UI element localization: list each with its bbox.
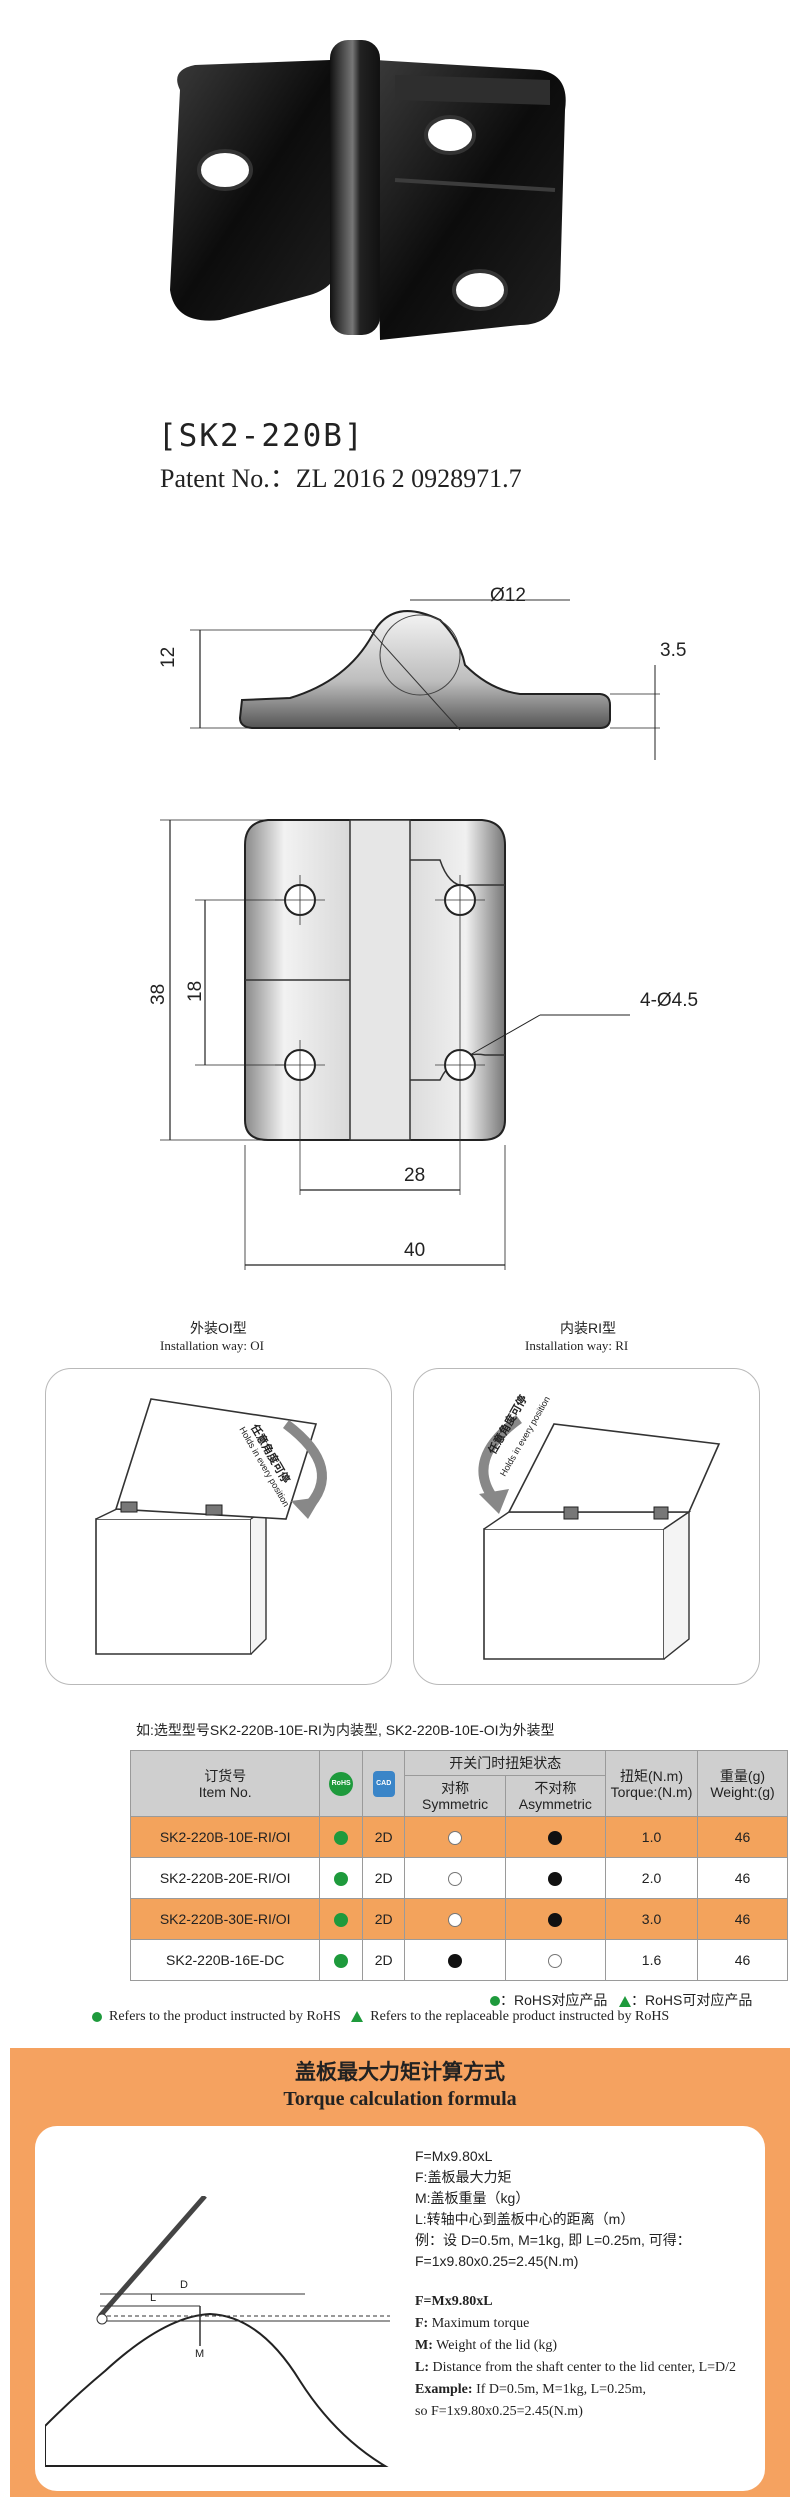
dim-total-width: 40 — [404, 1240, 426, 1261]
table-row: SK2-220B-16E-DC 2D 1.6 46 — [129, 1939, 789, 1981]
formula-title-en: Torque calculation formula — [283, 2088, 517, 2110]
filled-dot-icon — [548, 1872, 563, 1887]
rohs-icon: RoHS — [329, 1771, 354, 1796]
header-state: 开关门时扭矩状态 — [404, 1750, 607, 1776]
rohs-triangle-icon — [351, 2011, 364, 2023]
front-view-drawing — [110, 800, 670, 1280]
formula-card: D L M F=Mx9.80xL F:盖板最大力矩 M:盖板重量（kg） L:转… — [35, 2126, 765, 2491]
header-torque: 扭矩(N.m)Torque:(N.m) — [605, 1750, 698, 1817]
cell-sym — [404, 1816, 506, 1858]
dim-pin-diameter: Ø12 — [490, 585, 526, 606]
patent-number: Patent No.：ZL 2016 2 0928971.7 — [160, 464, 522, 493]
spec-note: 如:选型型号SK2-220B-10E-RI为内装型, SK2-220B-10E-… — [136, 1722, 555, 1738]
header-cad: CAD — [361, 1750, 406, 1817]
filled-dot-icon — [448, 1954, 463, 1969]
ri-title-en: Installation way: RI — [525, 1338, 629, 1353]
cell-asym — [504, 1857, 607, 1899]
empty-dot-icon — [448, 1831, 463, 1846]
cell-torque: 3.0 — [605, 1898, 698, 1940]
formula-title-cn: 盖板最大力矩计算方式 — [295, 2061, 505, 2084]
cell-asym — [504, 1939, 607, 1981]
ri-title-cn: 内装RI型 — [560, 1320, 616, 1336]
cell-asym — [504, 1898, 607, 1940]
rohs-dot-icon — [334, 1913, 349, 1928]
dim-total-height: 38 — [148, 983, 169, 1005]
cell-weight: 46 — [696, 1898, 789, 1940]
cell-rohs — [319, 1939, 363, 1981]
cell-rohs — [319, 1898, 363, 1940]
rohs-dot-icon — [334, 1954, 349, 1969]
label-m: M — [195, 2348, 205, 2360]
table-row: SK2-220B-30E-RI/OI 2D 3.0 46 — [129, 1898, 789, 1940]
cell-rohs — [319, 1857, 363, 1899]
empty-dot-icon — [448, 1872, 463, 1887]
rohs-dot-icon — [334, 1831, 349, 1846]
cell-sym — [404, 1898, 506, 1940]
cell-item: SK2-220B-30E-RI/OI — [129, 1898, 321, 1940]
hinge-photo-icon — [170, 40, 566, 340]
header-weight: 重量(g)Weight:(g) — [696, 1750, 789, 1817]
dim-height: 12 — [158, 646, 179, 668]
legend-en: Refers to the product instructed by RoHS… — [92, 2009, 669, 2025]
ri-install-panel: 任意角度可停 Holds in every position — [413, 1368, 760, 1685]
legend-cn: ：RoHS对应产品 ：RoHS可对应产品 — [490, 1990, 752, 2010]
oi-install-panel: 任意角度可停 Holds in every position — [45, 1368, 392, 1685]
empty-dot-icon — [548, 1954, 563, 1969]
cell-weight: 46 — [696, 1857, 789, 1899]
cell-weight: 46 — [696, 1816, 789, 1858]
empty-dot-icon — [448, 1913, 463, 1928]
header-rohs: RoHS — [319, 1750, 363, 1817]
cell-torque: 1.0 — [605, 1816, 698, 1858]
cell-cad[interactable]: 2D — [361, 1898, 406, 1940]
cell-item: SK2-220B-20E-RI/OI — [129, 1857, 321, 1899]
dim-hole-spacing: 18 — [185, 980, 206, 1002]
oi-title-en: Installation way: OI — [160, 1338, 264, 1353]
model-label: [SK2-220B] — [158, 418, 365, 454]
cell-sym — [404, 1857, 506, 1899]
dim-hole-width: 28 — [404, 1165, 426, 1186]
formula-en-block: F=Mx9.80xL F: Maximum torque M: Weight o… — [415, 2294, 737, 2419]
table-row: SK2-220B-20E-RI/OI 2D 2.0 46 — [129, 1857, 789, 1899]
box-ri-icon — [478, 1414, 721, 1660]
cell-sym — [404, 1939, 506, 1981]
cell-item: SK2-220B-16E-DC — [129, 1939, 321, 1981]
rohs-dot-icon — [92, 2011, 102, 2022]
product-photo — [150, 20, 620, 400]
formula-cn-block: F=Mx9.80xL F:盖板最大力矩 M:盖板重量（kg） L:转轴中心到盖板… — [415, 2148, 691, 2269]
dim-plate-thickness: 3.5 — [660, 640, 687, 661]
lid-diagram-icon — [45, 2196, 390, 2467]
cell-rohs — [319, 1816, 363, 1858]
filled-dot-icon — [548, 1831, 563, 1846]
cell-item: SK2-220B-10E-RI/OI — [129, 1816, 321, 1858]
cell-torque: 1.6 — [605, 1939, 698, 1981]
dim-holes: 4-Ø4.5 — [640, 990, 699, 1011]
label-d: D — [180, 2279, 188, 2291]
cad-icon: CAD — [372, 1770, 395, 1797]
label-l: L — [150, 2292, 157, 2304]
rohs-dot-icon — [490, 1996, 500, 2007]
rohs-triangle-icon — [619, 1995, 632, 2007]
cell-torque: 2.0 — [605, 1857, 698, 1899]
rohs-dot-icon — [334, 1872, 349, 1887]
cell-weight: 46 — [696, 1939, 789, 1981]
cell-asym — [504, 1816, 607, 1858]
cell-cad[interactable]: 2D — [361, 1857, 406, 1899]
formula-section: 盖板最大力矩计算方式 Torque calculation formula D … — [10, 2048, 790, 2497]
box-oi-icon — [95, 1398, 327, 1655]
filled-dot-icon — [548, 1913, 563, 1928]
table-row: SK2-220B-10E-RI/OI 2D 1.0 46 — [129, 1816, 789, 1858]
cell-cad[interactable]: 2D — [361, 1816, 406, 1858]
cell-cad[interactable]: 2D — [361, 1939, 406, 1981]
side-view-drawing — [160, 570, 720, 770]
oi-title-cn: 外装OI型 — [190, 1320, 247, 1336]
